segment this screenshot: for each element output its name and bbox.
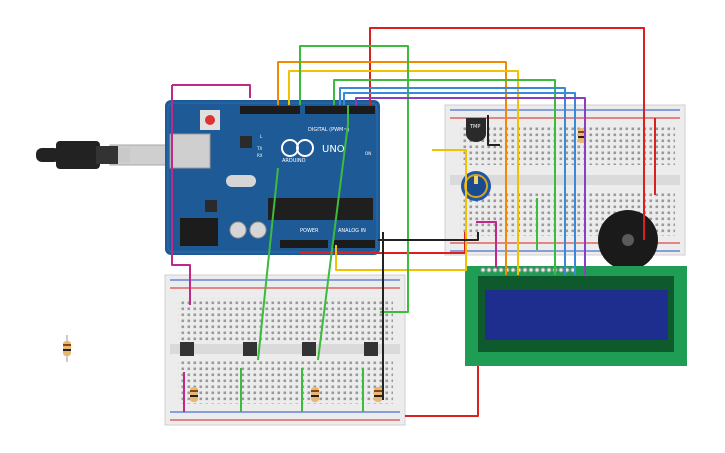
wire-black-sensor[interactable] [487, 115, 500, 146]
power-jack [180, 218, 218, 246]
lcd-screen [485, 290, 668, 340]
wire-yellow-pot[interactable] [335, 149, 467, 271]
piezo-buzzer-icon[interactable] [598, 210, 658, 270]
wire-green-top[interactable] [333, 79, 556, 275]
atmega-chip [268, 198, 373, 220]
wire-blue-2[interactable] [343, 92, 576, 275]
arduino-logo-icon [281, 139, 314, 157]
wire-green-btn2[interactable] [257, 167, 279, 361]
wire-magenta-side[interactable] [171, 85, 191, 305]
l-label: L [260, 134, 263, 139]
rx-label: RX [257, 153, 263, 158]
wire-red-lcd[interactable] [405, 366, 479, 417]
reset-button-cap[interactable] [205, 115, 215, 125]
resistor-3[interactable] [374, 387, 382, 402]
wire-magenta-top[interactable] [172, 84, 251, 98]
analog-header [333, 240, 375, 248]
power-label: POWER [300, 228, 319, 234]
arduino-uno-board[interactable]: DIGITAL (PWM~) ARDUINO UNO L TX RX ON PO… [165, 100, 380, 255]
wire-red-top[interactable] [369, 27, 645, 240]
digital-header-right [305, 106, 375, 114]
wire-green-button[interactable] [317, 105, 349, 361]
lcd-display[interactable] [465, 266, 687, 366]
resistor-loose[interactable] [63, 335, 71, 362]
digital-label: DIGITAL (PWM~) [308, 127, 350, 133]
push-button-1[interactable] [180, 342, 194, 356]
tx-label: TX [256, 146, 262, 151]
resistor-2[interactable] [311, 387, 319, 402]
capacitor-1 [229, 221, 247, 239]
wire-green-long[interactable] [299, 45, 409, 313]
resistor-1[interactable] [190, 387, 198, 402]
digital-header-left [240, 106, 300, 114]
regulator [205, 200, 217, 212]
wire-orange[interactable] [277, 61, 507, 275]
resistors [63, 128, 586, 402]
push-button-2[interactable] [243, 342, 257, 356]
usb-port [169, 133, 211, 169]
wire-blue-1[interactable] [339, 87, 566, 275]
arduino-brand: ARDUINO [282, 158, 306, 164]
analog-label: ANALOG IN [338, 228, 366, 234]
wire-purple[interactable] [355, 97, 586, 275]
wire-magenta-lcd[interactable] [476, 221, 497, 268]
push-button-3[interactable] [302, 342, 316, 356]
wires [171, 27, 656, 417]
temperature-sensor[interactable]: TMP [466, 118, 486, 142]
usb-plug-icon [36, 141, 130, 169]
power-header [280, 240, 328, 248]
small-chip [240, 136, 252, 148]
push-buttons [180, 342, 378, 356]
crystal [226, 175, 256, 187]
arduino-model: UNO [322, 144, 345, 155]
wire-black-gnd[interactable] [378, 232, 479, 241]
tmp-label: TMP [469, 124, 480, 130]
capacitor-2 [249, 221, 267, 239]
push-button-4[interactable] [364, 342, 378, 356]
on-label: ON [365, 151, 371, 156]
wire-yellow-top[interactable] [288, 70, 519, 275]
